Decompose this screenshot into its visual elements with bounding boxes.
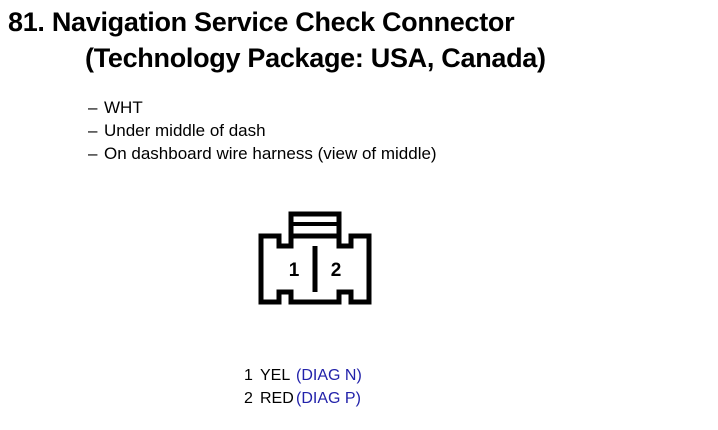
connector-diagram: 1 2 <box>255 210 375 310</box>
page-title-line-2: (Technology Package: USA, Canada) <box>85 43 546 73</box>
dash-bullet-icon: – <box>88 144 98 163</box>
pin-legend: 1 YEL (DIAG N) 2 RED(DIAG P) <box>244 364 362 410</box>
connector-cavity-number-1: 1 <box>289 260 300 281</box>
list-item: – Under middle of dash <box>88 119 688 142</box>
pin-legend-row: 1 YEL (DIAG N) <box>244 364 362 387</box>
dash-bullet-icon: – <box>88 121 98 140</box>
pin-legend-row: 2 RED(DIAG P) <box>244 387 362 410</box>
connector-detail-list: – WHT – Under middle of dash – On dashbo… <box>88 96 688 165</box>
page-title: 81. Navigation Service Check Connector (… <box>8 4 714 76</box>
connector-cavity-number-2: 2 <box>331 260 342 281</box>
list-item-label: Under middle of dash <box>104 121 266 140</box>
connector-body-outline <box>258 233 372 305</box>
dash-bullet-icon: – <box>88 98 98 117</box>
pin-wire-color: RED <box>260 390 294 407</box>
pin-number: 2 <box>244 390 253 407</box>
pin-wire-color: YEL <box>260 367 291 384</box>
page-title-line-1: 81. Navigation Service Check Connector <box>8 7 515 37</box>
list-item-label: WHT <box>104 98 143 117</box>
pin-signal-name: (DIAG N) <box>296 367 362 384</box>
list-item-label: On dashboard wire harness (view of middl… <box>104 144 437 163</box>
connector-outline-icon: 1 2 <box>258 211 372 305</box>
list-item: – On dashboard wire harness (view of mid… <box>88 142 688 165</box>
pin-number: 1 <box>244 367 253 384</box>
list-item: – WHT <box>88 96 688 119</box>
pin-signal-name: (DIAG P) <box>296 390 361 407</box>
